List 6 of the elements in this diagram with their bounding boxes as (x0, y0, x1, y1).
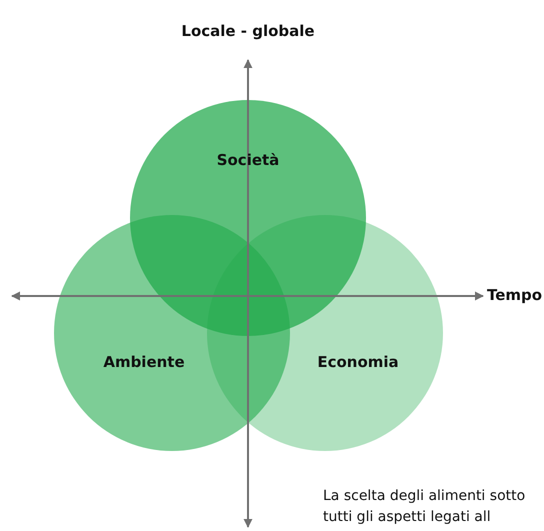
axis-title: Locale - globale (181, 22, 315, 40)
axis-title: Tempo (487, 286, 542, 304)
circle-label: Società (216, 151, 280, 169)
note-text: La scelta degli alimenti sotto tutti gli aspetti legati all (323, 487, 526, 527)
circle-label: Ambiente (103, 353, 185, 371)
circle-label: Economia (317, 353, 399, 371)
